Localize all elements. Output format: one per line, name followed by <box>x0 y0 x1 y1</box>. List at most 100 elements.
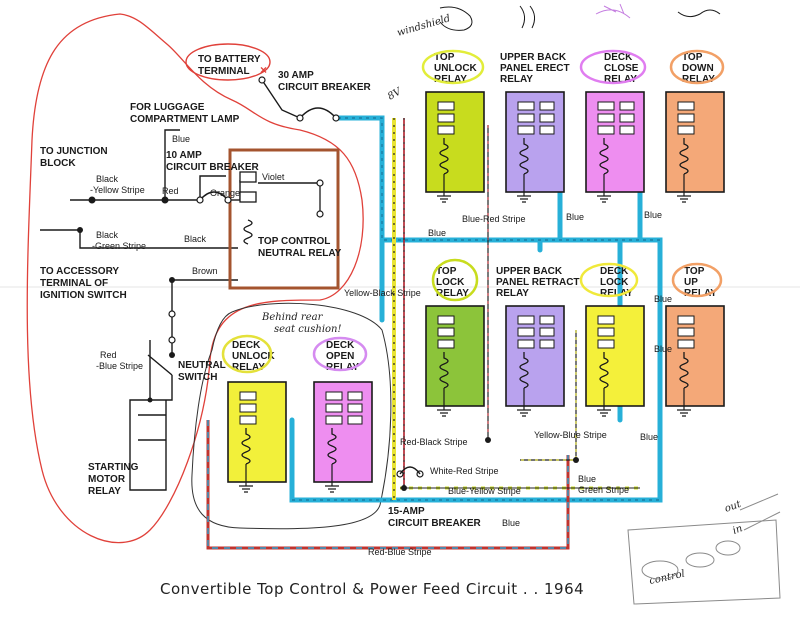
relay-contact <box>325 415 343 425</box>
relay-label-line: DOWN <box>682 63 714 74</box>
relay-contact <box>239 391 257 401</box>
relay-label-line: RELAY <box>434 74 467 85</box>
label-highlights <box>185 43 725 374</box>
relay-coil <box>519 138 529 175</box>
relay-contact <box>347 415 363 425</box>
relay-label-line: RELAY <box>604 74 637 85</box>
wire-label-blue-3: Blue <box>644 210 662 220</box>
relay-coil <box>439 138 449 175</box>
relay-contact <box>437 113 455 123</box>
relay-body <box>665 305 725 407</box>
relay-contact <box>597 315 615 325</box>
relay-body <box>425 305 485 407</box>
relay-contact <box>597 125 615 135</box>
ground-symbol <box>677 388 691 417</box>
relay-contact <box>539 125 555 135</box>
ground-symbol <box>325 464 339 493</box>
relay-contact <box>677 101 695 111</box>
relay-contact <box>325 391 343 401</box>
note-8v: 8V <box>386 85 405 102</box>
relay-contact <box>437 101 455 111</box>
relay-label-line: RELAY <box>600 288 633 299</box>
relay-contact <box>677 339 695 349</box>
relay-label-line: LOCK <box>436 277 465 288</box>
relay-body <box>313 381 373 483</box>
wire-label-blue-luggage: Blue <box>172 134 190 144</box>
relay-coil <box>241 428 251 465</box>
breaker-15-label: 15-AMP CIRCUIT BREAKER <box>388 506 482 529</box>
neutral-relay-internals <box>239 171 321 245</box>
ground-symbol <box>597 174 611 203</box>
relay-contact <box>347 391 363 401</box>
wire-label-red-black: Red-Black Stripe <box>400 437 468 447</box>
pencil-switch-sketch <box>627 493 781 605</box>
relay-body <box>505 91 565 193</box>
relay-coil <box>679 138 689 175</box>
relay-contact <box>539 315 555 325</box>
relay-label-line: RELAY <box>436 288 469 299</box>
relay-contact <box>437 125 455 135</box>
top-control-neutral-relay <box>228 148 340 290</box>
relay-contact <box>619 101 635 111</box>
relay-contact <box>677 327 695 337</box>
wire-label-blue-yellow: Blue-Yellow Stripe <box>448 486 521 496</box>
relay-body <box>505 305 565 407</box>
relay-label-line: DECK <box>232 340 261 351</box>
relay-contact <box>597 327 615 337</box>
relay-contact <box>677 113 695 123</box>
relay-label-line: PANEL RETRACT <box>496 277 580 288</box>
relay-label-line: DECK <box>326 340 355 351</box>
wire-label-yellow-black: Yellow-Black Stripe <box>344 288 421 298</box>
relay-contact <box>597 101 615 111</box>
wire-label-white-red: White-Red Stripe <box>430 466 499 476</box>
left-wiring <box>40 79 337 491</box>
relay-label-line: TOP <box>682 52 703 63</box>
relay-contact <box>437 327 455 337</box>
relay-label-line: RELAY <box>682 74 715 85</box>
wire-label-blue-1: Blue <box>428 228 446 238</box>
wire-label-black-yellow: Black -Yellow Stripe <box>90 174 145 195</box>
relay-label-line: CLOSE <box>604 63 639 74</box>
ground-symbol <box>597 388 611 417</box>
diagram-caption: Convertible Top Control & Power Feed Cir… <box>160 580 584 598</box>
relay-contact <box>347 403 363 413</box>
relay-coil <box>679 352 689 389</box>
relay-contact <box>325 403 343 413</box>
ground-symbol <box>517 174 531 203</box>
relay-body <box>227 381 287 483</box>
relay-label-line: PANEL ERECT <box>500 63 570 74</box>
top-control-neutral-label: TOP CONTROL NEUTRAL RELAY <box>258 236 342 259</box>
relay-contact <box>597 113 615 123</box>
wire-label-red-blue: Red -Blue Stripe <box>96 350 143 371</box>
relay-contact <box>539 327 555 337</box>
relay-label-line: RELAY <box>500 74 533 85</box>
relay-contact <box>517 101 535 111</box>
wire-label-blue-7: Blue <box>502 518 520 528</box>
wire-label-red-blue-stripe: Red-Blue Stripe <box>368 547 432 557</box>
breaker-30-label: 30 AMP CIRCUIT BREAKER <box>278 70 372 93</box>
behind-seat-outline <box>191 302 392 530</box>
relay-contact <box>619 125 635 135</box>
to-battery-label: TO BATTERY TERMINAL <box>198 54 263 77</box>
relay-label-line: TOP <box>684 266 705 277</box>
wire-label-red: Red <box>162 186 179 196</box>
wire-label-blue-2: Blue <box>566 212 584 222</box>
relay-contact <box>517 125 535 135</box>
open-terminals <box>168 76 424 478</box>
wire-label-blue-4: Blue <box>654 294 672 304</box>
wire-label-brown: Brown <box>192 266 218 276</box>
relay-coil <box>519 352 529 389</box>
ground-symbol <box>437 388 451 417</box>
